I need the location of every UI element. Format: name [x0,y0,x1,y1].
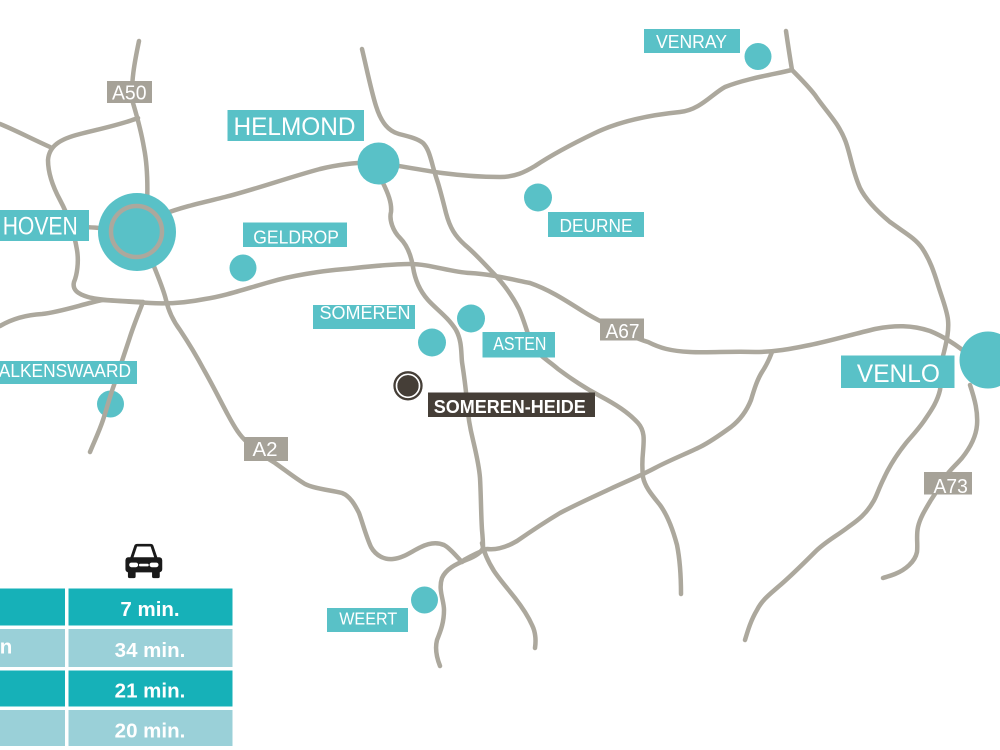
svg-text:A2: A2 [253,438,278,461]
svg-text:21 min.: 21 min. [115,680,186,703]
svg-text:ASTEN: ASTEN [493,334,546,354]
svg-text:DEURNE: DEURNE [560,216,633,236]
svg-text:SOMEREN-HEIDE: SOMEREN-HEIDE [434,397,586,417]
svg-text:HELMOND: HELMOND [234,113,356,141]
svg-text:VENLO: VENLO [857,360,940,388]
svg-text:A67: A67 [606,320,640,343]
svg-text:GELDROP: GELDROP [253,228,339,248]
svg-text:WEERT: WEERT [339,609,397,629]
svg-text:VENRAY: VENRAY [656,32,727,52]
svg-text:34 min.: 34 min. [115,639,186,662]
svg-text:Eindhoven: Eindhoven [0,636,12,659]
svg-text:20 min.: 20 min. [115,720,186,743]
svg-text:7 min.: 7 min. [120,598,179,621]
svg-text:EINDHOVEN: EINDHOVEN [0,212,78,240]
svg-text:A50: A50 [112,82,147,105]
svg-text:A73: A73 [934,475,968,498]
svg-text:SOMEREN: SOMEREN [320,303,411,323]
svg-text:VALKENSWAARD: VALKENSWAARD [0,361,131,381]
